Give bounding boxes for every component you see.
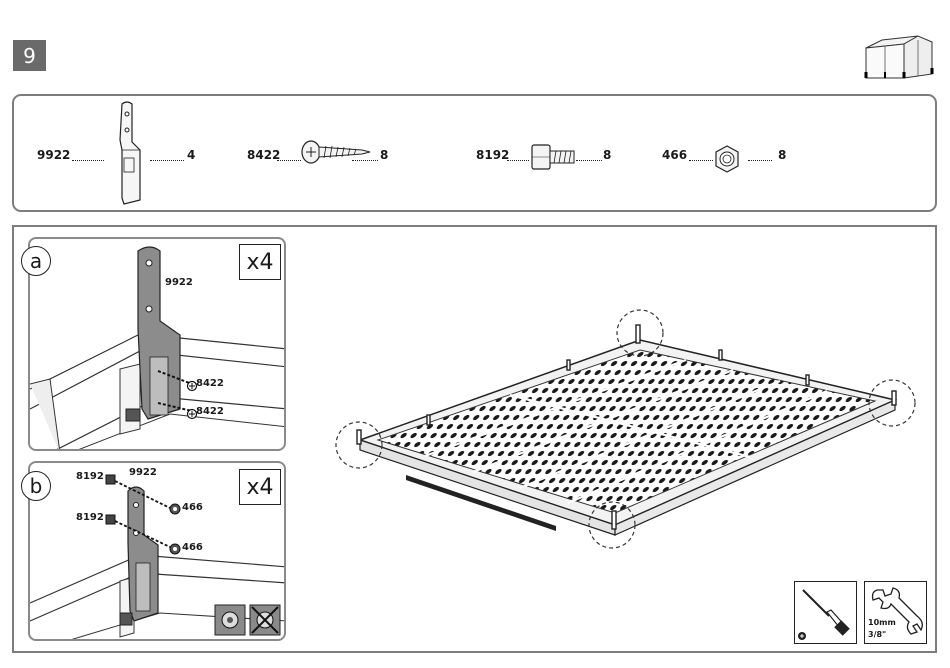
bracket-icon (110, 100, 152, 208)
detail-b-nut-label-top: 466 (182, 502, 203, 513)
part-code-8192: 8192 (476, 148, 509, 162)
detail-b-multiplier: x4 (239, 469, 281, 505)
detail-a-screw-label-top: 8422 (196, 378, 224, 389)
greenhouse-icon (860, 34, 938, 82)
part-leader-dots (150, 160, 184, 161)
detail-a-multiplier: x4 (239, 244, 281, 280)
bolt-icon (530, 142, 578, 172)
detail-b-bolt-label-top: 8192 (76, 471, 104, 482)
floor-base-illustration (330, 305, 920, 555)
wrench-size-metric: 10mm (868, 618, 896, 627)
part-leader-dots (352, 160, 378, 161)
detail-b-nut-label-bottom: 466 (182, 542, 203, 553)
part-code-9922: 9922 (37, 148, 70, 162)
part-leader-dots (576, 160, 602, 161)
detail-b-bolt-label-bottom: 8192 (76, 512, 104, 523)
part-leader-dots (72, 160, 104, 161)
detail-b-letter: b (21, 471, 51, 501)
part-leader-dots (277, 160, 301, 161)
wrench-size-imperial: 3/8" (868, 630, 886, 639)
part-code-8422: 8422 (247, 148, 280, 162)
phillips-screwdriver-icon (795, 582, 855, 642)
wrench-tool-box: 10mm 3/8" (864, 581, 927, 644)
nut-icon (712, 144, 742, 174)
part-leader-dots (689, 160, 713, 161)
part-qty-8422: 8 (380, 148, 388, 162)
detail-a-letter: a (21, 246, 51, 276)
detail-b-bracket-label: 9922 (129, 467, 157, 478)
part-code-466: 466 (662, 148, 687, 162)
part-leader-dots (748, 160, 772, 161)
part-qty-9922: 4 (187, 148, 195, 162)
part-qty-8192: 8 (603, 148, 611, 162)
part-qty-466: 8 (778, 148, 786, 162)
screw-icon (300, 136, 372, 168)
screwdriver-tool-box (794, 581, 857, 644)
part-leader-dots (507, 160, 529, 161)
wrench-hold-icon (214, 604, 282, 636)
detail-a-bracket-label: 9922 (165, 277, 193, 288)
detail-a-screw-label-bottom: 8422 (196, 406, 224, 417)
step-number-badge: 9 (13, 40, 46, 71)
